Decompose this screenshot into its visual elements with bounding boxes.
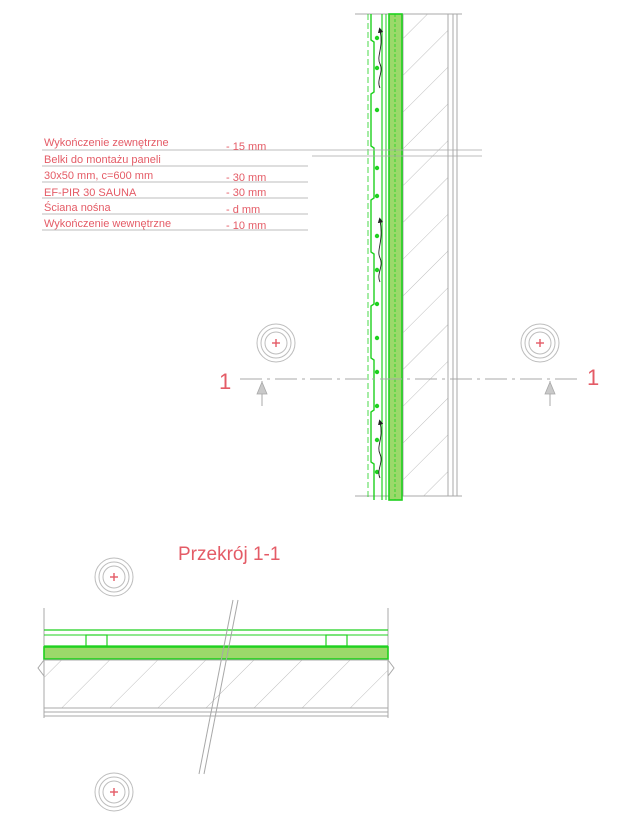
airflow-arrow [377, 217, 384, 283]
layer-thickness: - 30 mm [226, 172, 266, 184]
target-marker [94, 772, 134, 812]
layer-name: EF-PIR 30 SAUNA [44, 187, 137, 199]
layer-name: Wykończenie zewnętrzne [44, 137, 169, 149]
batten [85, 634, 108, 647]
section-mark-right: 1 [587, 365, 599, 390]
target-marker [94, 557, 134, 597]
airflow-arrow [378, 419, 384, 479]
section-title: Przekrój 1-1 [178, 544, 280, 565]
layer-thickness: - 30 mm [226, 187, 266, 199]
layer-row: Belki do montażu paneli [42, 154, 308, 167]
layer-name: Ściana nośna [44, 201, 112, 214]
layer-thickness: - d mm [226, 204, 260, 216]
section-cut-line: 1 1 [219, 365, 599, 406]
pir-insulation-board [388, 13, 403, 501]
break-line [198, 599, 234, 775]
layer-name: Wykończenie wewnętrzne [44, 218, 171, 230]
target-marker [520, 323, 560, 363]
layer-list: Wykończenie zewnętrzne - 15 mm Belki do … [42, 137, 308, 232]
external-cladding [370, 14, 375, 500]
batten [325, 634, 348, 647]
section-mark-left: 1 [219, 369, 231, 394]
bearing-wall [44, 660, 388, 708]
layer-thickness: - 15 mm [226, 141, 266, 153]
layer-row: Wykończenie wewnętrzne - 10 mm [42, 218, 308, 232]
layer-row: 30x50 mm, c=600 mm - 30 mm [42, 170, 308, 184]
cladding-clips [374, 35, 380, 475]
pir-insulation-board [43, 646, 389, 660]
airflow-arrow [377, 27, 384, 89]
wall-section-vertical [355, 13, 462, 501]
layer-row: Ściana nośna - d mm [42, 201, 308, 216]
layer-name: Belki do montażu paneli [44, 154, 161, 166]
bearing-wall [402, 13, 449, 497]
layer-row: Wykończenie zewnętrzne - 15 mm [44, 137, 266, 153]
break-line [203, 599, 239, 775]
layer-leaders [42, 149, 482, 157]
layer-thickness: - 10 mm [226, 220, 266, 232]
target-marker [256, 323, 296, 363]
layer-name: 30x50 mm, c=600 mm [44, 170, 153, 182]
wall-section-horizontal [37, 599, 395, 775]
layer-row: EF-PIR 30 SAUNA - 30 mm [42, 187, 308, 199]
